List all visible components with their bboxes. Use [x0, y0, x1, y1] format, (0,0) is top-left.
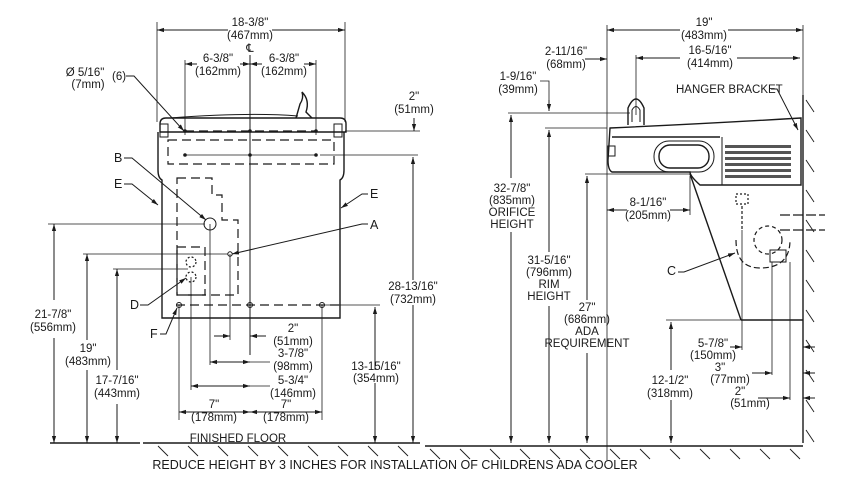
a-offset-in: 2" [288, 323, 298, 335]
a-height-mm: (483mm) [65, 356, 111, 368]
right-offset-mm: (162mm) [261, 66, 307, 78]
lower-hole-height-in: 13-15/16" [351, 361, 400, 373]
overall-width-in: 18-3/8" [232, 17, 269, 29]
hole-diameter-in: Ø 5/16" [66, 67, 105, 79]
a-height-in: 19" [80, 343, 97, 355]
b-offset-in: 3-7/8" [278, 348, 308, 360]
b-offset-mm: (98mm) [273, 361, 313, 373]
hanger-bracket-label: HANGER BRACKET [676, 84, 783, 96]
hole-count: (6) [112, 71, 126, 83]
callout-f: F [150, 327, 158, 341]
supply-offset-mm: (77mm) [710, 374, 750, 386]
bottom-height-in: 12-1/2" [652, 375, 689, 387]
left-offset-mm: (162mm) [195, 66, 241, 78]
left-lower-offset-in: 7" [209, 399, 219, 411]
d-height-in: 17-7/16" [95, 375, 138, 387]
floor-hatch [157, 445, 409, 457]
front-view: 18-3/8" (467mm) ℄ 6-3/8" (162mm) 6-3/8" … [30, 17, 438, 457]
rim-height-mm: (796mm) [526, 267, 572, 279]
valve-offset-mm: (51mm) [730, 398, 770, 410]
orifice-height-in: 32-7/8" [494, 183, 531, 195]
right-lower-offset-mm: (178mm) [263, 412, 309, 424]
finished-floor-label: FINISHED FLOOR [190, 433, 286, 445]
overall-depth-in: 19" [696, 17, 713, 29]
rim-height-l1: RIM [538, 279, 559, 291]
overall-depth-mm: (483mm) [681, 30, 727, 42]
hole-diameter-mm: (7mm) [71, 79, 104, 91]
valve-offset-in: 2" [735, 386, 745, 398]
right-offset-in: 6-3/8" [269, 53, 299, 65]
a-offset-mm: (51mm) [273, 336, 313, 348]
plumbing [735, 193, 825, 400]
waste-offset-in: 5-7/8" [698, 338, 728, 350]
bubbler-offset-in: 2-11/16" [545, 46, 587, 58]
top-hole-height-in: 28-13/16" [388, 281, 437, 293]
right-lower-offset-in: 7" [281, 399, 291, 411]
d-height-mm: (443mm) [94, 388, 140, 400]
bubbler-offset-mm: (68mm) [546, 59, 586, 71]
top-hole-height-mm: (732mm) [390, 294, 436, 306]
top-drop-mm: (51mm) [394, 104, 434, 116]
wall-hatch [805, 99, 815, 443]
grille [725, 145, 791, 178]
left-offset-in: 6-3/8" [203, 53, 233, 65]
overall-width-mm: (467mm) [227, 30, 273, 42]
rim-height-l2: HEIGHT [527, 291, 570, 303]
left-lower-offset-mm: (178mm) [191, 412, 237, 424]
callout-c: C [667, 264, 676, 278]
callout-a: A [370, 218, 379, 232]
bubbler-height-mm: (39mm) [498, 84, 538, 96]
ada-height-l2: REQUIREMENT [545, 338, 630, 350]
bubbler-to-wall-mm: (414mm) [687, 58, 733, 70]
ada-height-l1: ADA [575, 326, 599, 338]
ada-height-in: 27" [579, 302, 596, 314]
orifice-height-mm: (835mm) [489, 195, 535, 207]
centerline-symbol: ℄ [245, 43, 254, 55]
ada-height-mm: (686mm) [564, 314, 610, 326]
orifice-height-l1: ORIFICE [489, 207, 536, 219]
knee-depth-in: 8-1/16" [630, 197, 667, 209]
callout-d: D [130, 298, 139, 312]
rim-height-in: 31-5/16" [527, 255, 570, 267]
d-offset-mm: (146mm) [270, 388, 316, 400]
callout-b: B [114, 151, 122, 165]
d-offset-in: 5-3/4" [278, 375, 308, 387]
callout-e-left: E [114, 177, 122, 191]
side-floor-hatch [429, 448, 801, 460]
knee-depth-mm: (205mm) [625, 210, 671, 222]
b-height-mm: (556mm) [30, 322, 76, 334]
callout-e-right: E [370, 187, 378, 201]
supply-offset-in: 3" [715, 362, 725, 374]
bottom-height-mm: (318mm) [647, 388, 693, 400]
b-height-in: 21-7/8" [35, 309, 72, 321]
bubbler-to-wall-in: 16-5/16" [688, 45, 731, 57]
lower-hole-height-mm: (354mm) [353, 373, 399, 385]
bubbler-height-in: 1-9/16" [500, 71, 537, 83]
orifice-height-l2: HEIGHT [490, 219, 533, 231]
waste-offset-mm: (150mm) [690, 350, 736, 362]
footer-note: REDUCE HEIGHT BY 3 INCHES FOR INSTALLATI… [152, 458, 637, 472]
side-view: 19" (483mm) 16-5/16" (414mm) 2-11/16" (6… [425, 17, 825, 460]
top-drop-in: 2" [409, 91, 419, 103]
